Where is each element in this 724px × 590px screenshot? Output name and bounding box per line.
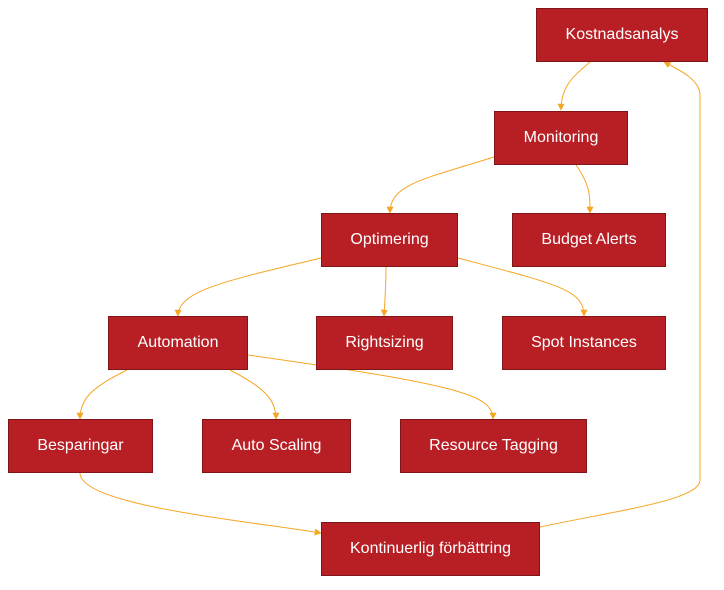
edge-optimering-rightsizing [380,266,388,317]
node-automation: Automation [108,316,248,370]
node-monitoring: Monitoring [494,111,628,165]
edge-automation-auto-scaling [229,369,280,420]
edge-automation-besparingar [76,369,128,420]
node-kostnadsanalys: Kostnadsanalys [536,8,708,62]
node-rightsizing: Rightsizing [316,316,453,370]
edge-monitoring-budget-alerts [575,164,594,214]
node-budget-alerts: Budget Alerts [512,213,666,267]
node-spot-instances: Spot Instances [502,316,666,370]
node-besparingar: Besparingar [8,419,153,473]
edge-kontinuerlig-kostnadsanalys [539,61,701,528]
edge-optimering-spot-instances [457,257,588,317]
edge-besparingar-kontinuerlig [79,472,322,536]
edge-kostnadsanalys-monitoring [557,61,591,111]
node-auto-scaling: Auto Scaling [202,419,351,473]
node-optimering: Optimering [321,213,458,267]
node-kontinuerlig-forbattring: Kontinuerlig förbättring [321,522,540,576]
edge-monitoring-optimering [386,156,495,214]
edge-optimering-automation [174,257,322,317]
node-resource-tagging: Resource Tagging [400,419,587,473]
